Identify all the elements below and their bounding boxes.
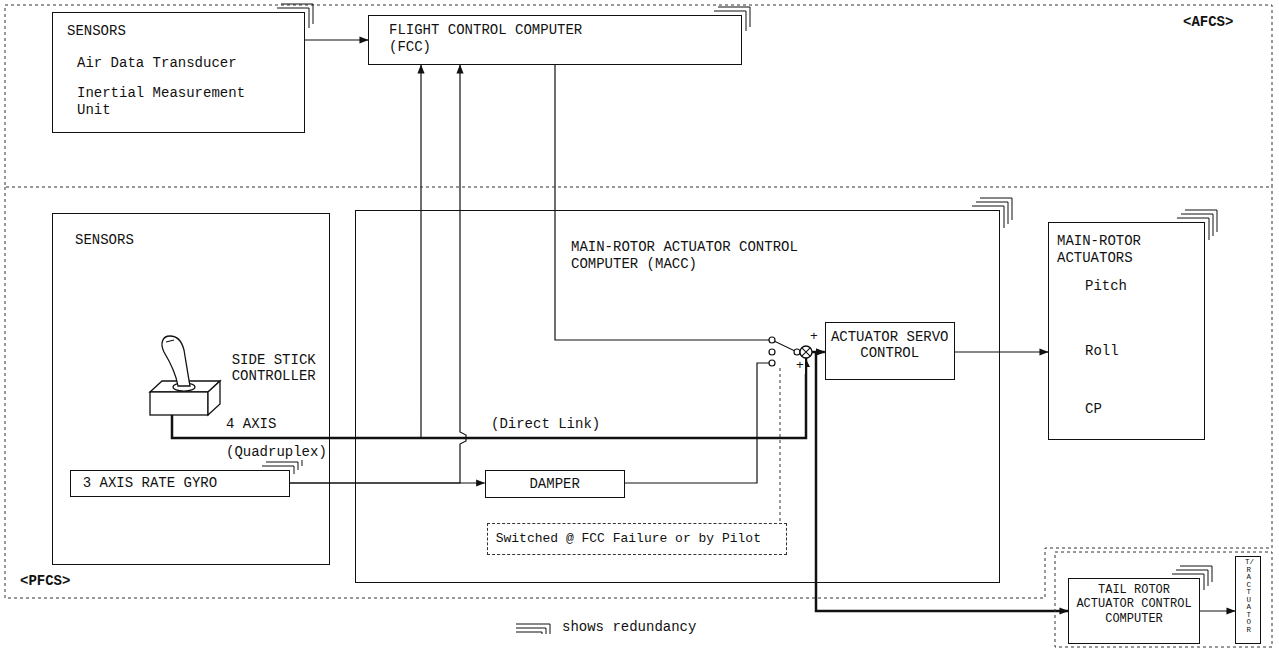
switch-contact bbox=[769, 337, 775, 343]
box-title: MAIN-ROTOR ACTUATORS bbox=[1057, 233, 1202, 267]
signal-label: 4 AXIS bbox=[225, 416, 277, 432]
signal-line bbox=[290, 482, 485, 483]
redundancy-stroke bbox=[516, 628, 546, 634]
signal-line bbox=[305, 39, 368, 40]
computer-box: TAIL ROTOR ACTUATOR CONTROL COMPUTER bbox=[1068, 578, 1200, 644]
summing-cross bbox=[802, 348, 810, 356]
legend-text: shows redundancy bbox=[562, 619, 696, 635]
system-region: <AFCS> SENSORS Air Data TransducerInertial… bbox=[5, 5, 1272, 187]
box-text: Inertial Measurement Unit bbox=[77, 85, 267, 119]
box-title: T/R ACTUATOR bbox=[1245, 559, 1253, 634]
tail-rotor-region-outline bbox=[1055, 552, 1272, 647]
legend-item: shows redundancy bbox=[514, 619, 696, 635]
side-stick-icon bbox=[150, 336, 220, 415]
signal-line bbox=[172, 352, 825, 438]
tail-branch-wire bbox=[815, 352, 818, 583]
sign-label: + bbox=[809, 330, 819, 345]
switch-pivot bbox=[794, 349, 800, 355]
box-title: <AFCS> bbox=[1183, 14, 1267, 31]
box-title: SIDE STICK CONTROLLER bbox=[232, 352, 328, 386]
redundancy-symbol bbox=[514, 619, 556, 635]
pfcs-region-outline bbox=[5, 187, 1272, 598]
box-title: <PFCS> bbox=[20, 573, 104, 590]
afcs-region-outline bbox=[5, 5, 1272, 187]
sensor-box: SENSORS SIDE STICK CONTROLLER 3 AXIS RATE … bbox=[52, 213, 330, 565]
box-text: Air Data Transducer bbox=[77, 55, 297, 72]
box-title: TAIL ROTOR ACTUATOR CONTROL COMPUTER bbox=[1073, 583, 1195, 626]
function-block: DAMPER bbox=[485, 470, 625, 498]
signal-label: (Direct Link) bbox=[490, 416, 601, 432]
box-title: FLIGHT CONTROL COMPUTER (FCC) bbox=[389, 22, 599, 56]
box-text: CP bbox=[1085, 401, 1185, 418]
redundancy-mark bbox=[980, 198, 1012, 220]
stick-base-front bbox=[150, 392, 208, 415]
stick-grip bbox=[162, 336, 190, 386]
sensor-box: 3 AXIS RATE GYRO bbox=[70, 470, 290, 497]
signal-line bbox=[555, 65, 825, 352]
signal-line bbox=[290, 65, 466, 483]
box-title: SENSORS bbox=[75, 232, 225, 249]
box-title: 3 AXIS RATE GYRO bbox=[83, 475, 283, 492]
redundancy-mark bbox=[718, 7, 750, 27]
switch-contact bbox=[769, 349, 775, 355]
signal-line bbox=[625, 363, 769, 483]
function-block: ACTUATOR SERVO CONTROL bbox=[825, 322, 955, 380]
redundancy-mark bbox=[1185, 210, 1217, 232]
summing-junction bbox=[800, 346, 812, 358]
sign-label: + bbox=[795, 359, 805, 374]
box-text: Roll bbox=[1085, 343, 1185, 360]
box-title: SENSORS bbox=[67, 23, 287, 40]
signal-line bbox=[816, 583, 1068, 611]
redundancy-mark bbox=[1181, 214, 1213, 236]
stick-button bbox=[166, 340, 174, 342]
box-title: DAMPER bbox=[486, 476, 624, 493]
controller-icon: SIDE STICK CONTROLLER bbox=[140, 330, 330, 415]
note-box: Switched @ FCC Failure or by Pilot bbox=[487, 523, 787, 555]
signal-line bbox=[955, 351, 1048, 352]
actuator-box: MAIN-ROTOR ACTUATORS PitchRollCP bbox=[1048, 222, 1205, 440]
redundancy-mark bbox=[1180, 566, 1212, 582]
switch-command-leader bbox=[780, 368, 781, 523]
signal-line bbox=[1200, 610, 1235, 611]
sensor-box: SENSORS Air Data TransducerInertial Measu… bbox=[52, 12, 305, 133]
switch-contact bbox=[769, 360, 775, 366]
box-title: Switched @ FCC Failure or by Pilot bbox=[496, 531, 781, 547]
system-region: <PFCS> SENSORS SIDE STICK CONTROLLER 3 AXIS… bbox=[5, 187, 1272, 598]
redundancy-stroke bbox=[516, 624, 550, 634]
redundancy-mark bbox=[976, 202, 1008, 224]
stick-base-side bbox=[208, 381, 220, 415]
computer-box: FLIGHT CONTROL COMPUTER (FCC) bbox=[368, 15, 742, 65]
signal-label: (Quadruplex) bbox=[225, 444, 328, 460]
redundancy-marks bbox=[262, 4, 1217, 590]
computer-box: MAIN-ROTOR ACTUATOR CONTROL COMPUTER (MA… bbox=[355, 210, 1000, 583]
box-title: MAIN-ROTOR ACTUATOR CONTROL COMPUTER (MA… bbox=[571, 239, 806, 273]
redundancy-stroke bbox=[516, 632, 542, 634]
box-title: ACTUATOR SERVO CONTROL bbox=[829, 329, 951, 363]
actuator-box: T/R ACTUATOR bbox=[1235, 556, 1261, 644]
box-text: Pitch bbox=[1085, 278, 1185, 295]
redundancy-mark bbox=[281, 4, 313, 24]
